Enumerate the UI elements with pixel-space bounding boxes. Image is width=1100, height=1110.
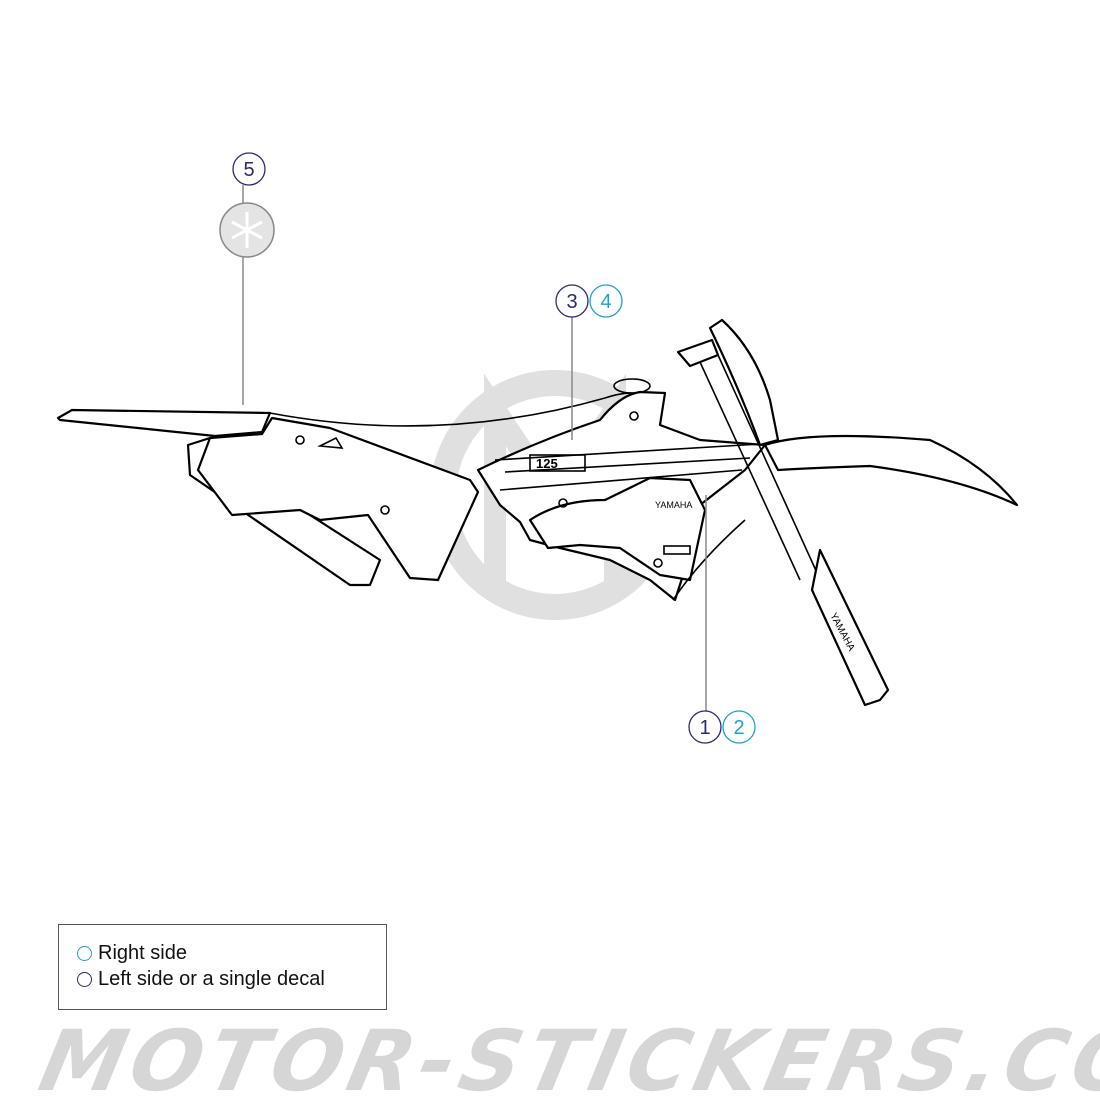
fork-tube (699, 354, 819, 581)
callout-1[interactable]: 1 (688, 710, 722, 744)
legend-label: Right side (98, 942, 187, 964)
tuning-fork-icon (231, 212, 263, 248)
legend-right-side: Right side (77, 942, 187, 965)
svg-text:4: 4 (600, 291, 611, 313)
callout-4[interactable]: 4 (589, 284, 623, 318)
circle-icon (77, 972, 92, 987)
svg-text:1: 1 (699, 717, 710, 739)
tank-decal-text: 125 (536, 456, 558, 471)
legend: Right side Left side or a single decal (58, 924, 387, 1010)
fork-guard (810, 548, 890, 707)
watermark-text: MOTOR-STICKERS.COM (31, 1012, 1100, 1110)
front-number-plate (708, 318, 780, 447)
svg-text:5: 5 (243, 159, 254, 181)
rear-side-panel (196, 416, 480, 582)
shroud-decal-text: YAMAHA (655, 500, 692, 510)
radiator-scoop (528, 476, 707, 582)
rear-fender (56, 408, 272, 438)
legend-left-side: Left side or a single decal (77, 968, 325, 991)
svg-text:2: 2 (733, 717, 744, 739)
callout-2[interactable]: 2 (722, 710, 756, 744)
svg-text:3: 3 (566, 291, 577, 313)
front-fender (763, 434, 1019, 507)
callout-5[interactable]: 5 (232, 152, 266, 186)
legend-label: Left side or a single decal (98, 968, 325, 990)
fork-top (676, 338, 720, 368)
callout-3[interactable]: 3 (555, 284, 589, 318)
circle-icon (77, 946, 92, 961)
